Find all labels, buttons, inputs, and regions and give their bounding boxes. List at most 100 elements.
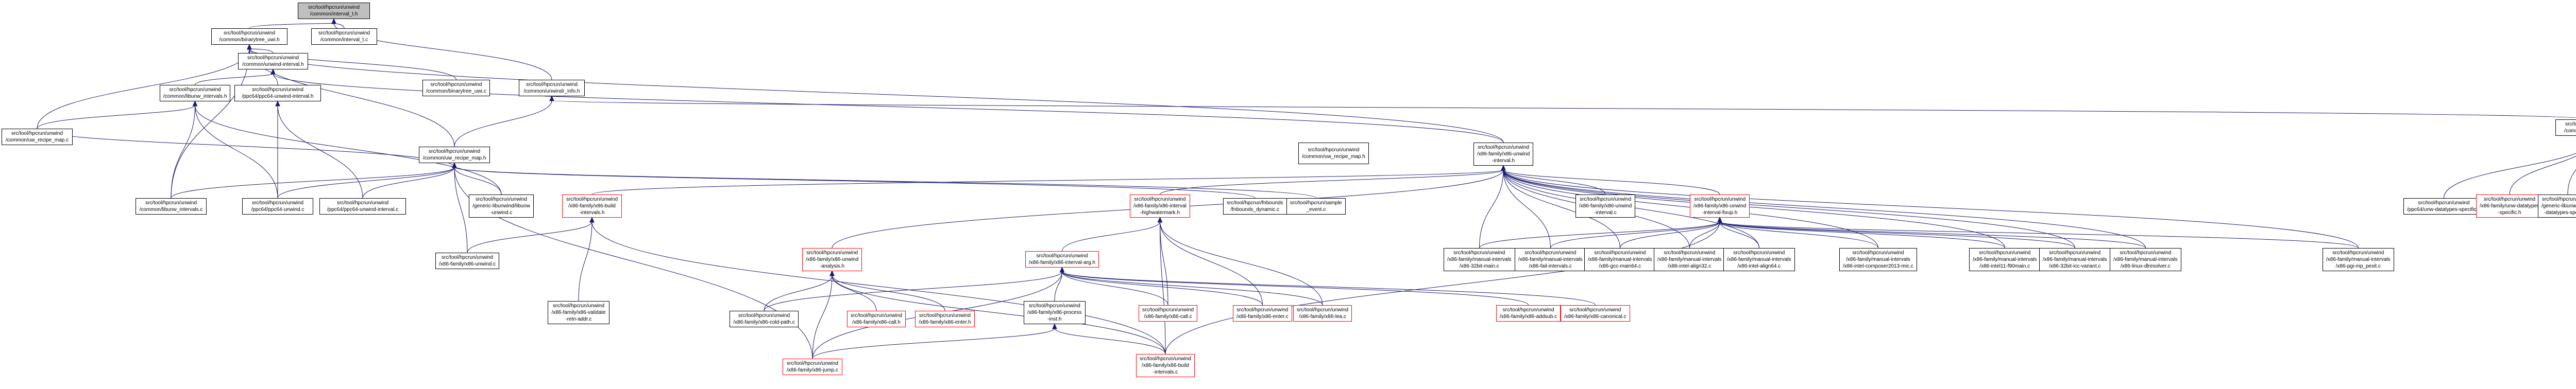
file-node-label-line: src/tool/hpcrun/unwind — [5, 130, 69, 137]
file-node-unwind-interval-h[interactable]: src/tool/hpcrun/unwind/common/unwind-int… — [238, 53, 308, 69]
file-node-libunw-unwind-c[interactable]: src/tool/hpcrun/unwind/generic-libunwind… — [469, 194, 534, 218]
file-node-label-line: -datatypes-specific.h — [2541, 209, 2576, 216]
file-node-x86-unwind-interval-fixup-h[interactable]: src/tool/hpcrun/unwind/x86-family/x86-un… — [1690, 194, 1750, 218]
file-node-label-line: /common/binarytree_uwi.h — [215, 37, 284, 43]
file-node-x86-jump-c[interactable]: src/tool/hpcrun/unwind/x86-family/x86-ju… — [783, 359, 842, 375]
file-node-mi-x86-intel-align32-c[interactable]: src/tool/hpcrun/unwind/x86-family/manual… — [1654, 248, 1725, 271]
file-node-unwindr-info-h[interactable]: src/tool/hpcrun/unwind/common/unwindr_in… — [519, 80, 585, 96]
include-edge — [832, 275, 876, 311]
file-node-label-line: src/tool/hpcrun/unwind — [1029, 253, 1095, 259]
file-node-ppc64-unwind-c[interactable]: src/tool/hpcrun/unwind/ppc64/ppc64-unwin… — [242, 198, 313, 215]
file-node-mi-x86-intel11-f90main-c[interactable]: src/tool/hpcrun/unwind/x86-family/manual… — [1969, 248, 2041, 271]
file-node-x86-unwind-analysis-h[interactable]: src/tool/hpcrun/unwind/x86-family/x86-un… — [802, 248, 862, 271]
file-node-label-line: src/tool/hpcrun/unwind — [1027, 303, 1082, 309]
include-edge — [1055, 328, 1165, 354]
file-node-uw-recipe-map-h[interactable]: src/tool/hpcrun/unwind/common/uw_recipe_… — [419, 147, 490, 163]
file-node-label-line: src/tool/hpcrun/unwind — [323, 200, 402, 206]
file-node-unw-cursor-h[interactable]: src/tool/hpcrun/unwind/common/unw_cursor… — [2555, 119, 2576, 136]
file-node-x86-unwind-interval-c[interactable]: src/tool/hpcrun/unwind/x86-family/x86-un… — [1575, 194, 1635, 218]
file-node-label-line: -intervals.c — [1140, 369, 1191, 376]
file-node-label-line: /x86-family/manual-intervals — [1518, 256, 1583, 263]
file-node-label-line: /ppc64/ppc64-unwind-interval.c — [323, 206, 402, 213]
file-node-x86-cold-path-c[interactable]: src/tool/hpcrun/unwind/x86-family/x86-co… — [730, 311, 799, 327]
file-node-interval-t-h[interactable]: src/tool/hpcrun/unwind/common/interval_t… — [298, 3, 370, 19]
edge-arrowhead — [830, 271, 834, 276]
file-node-label-line: -unwind.c — [472, 209, 530, 216]
file-node-mi-x86-pgi-mp-pexit-c[interactable]: src/tool/hpcrun/unwind/x86-family/manual… — [2323, 248, 2394, 271]
edge-arrowhead — [1158, 218, 1162, 222]
file-node-label-line: src/tool/hpcrun/unwind — [1657, 250, 1722, 256]
file-node-mi-x86-32bit-main-c[interactable]: src/tool/hpcrun/unwind/x86-family/manual… — [1444, 248, 1515, 271]
file-node-label-line: /x86-family/x86-unwind.c — [439, 261, 496, 268]
file-node-label-line: src/tool/hpcrun/unwind — [1693, 196, 1746, 203]
file-node-label-line: /x86-intel11-f90main.c — [1973, 263, 2037, 270]
file-node-x86-unwind-c[interactable]: src/tool/hpcrun/unwind/x86-family/x86-un… — [435, 253, 499, 269]
edge-arrowhead — [550, 96, 554, 101]
file-node-label-line: /generic-libunwind/unw — [2541, 203, 2576, 209]
include-edge — [195, 74, 274, 85]
file-node-mi-x86-fail-intervals-c[interactable]: src/tool/hpcrun/unwind/x86-family/manual… — [1515, 248, 1586, 271]
file-node-label-line: /x86-intel-align64.c — [1727, 263, 1791, 270]
file-node-label-line: /x86-family/unw-datatypes — [2480, 203, 2539, 209]
file-node-label-line: src/tool/hpcrun/unwind — [215, 30, 284, 37]
file-node-label-line: src/tool/hpcrun/unwind — [1140, 356, 1191, 362]
file-node-x86-build-intervals-h[interactable]: src/tool/hpcrun/unwind/x86-family/x86-bu… — [562, 194, 622, 218]
file-node-interval-t-c[interactable]: src/tool/hpcrun/unwind/common/interval_t… — [311, 28, 377, 45]
file-node-x86-process-inst-h[interactable]: src/tool/hpcrun/unwind/x86-family/x86-pr… — [1024, 301, 1086, 324]
file-node-sample-event-c[interactable]: src/tool/hpcrun/sample_event.c — [1286, 198, 1346, 215]
file-node-mi-x86-intel-composer2013-mic-c[interactable]: src/tool/hpcrun/unwind/x86-family/manual… — [1839, 248, 1917, 271]
file-node-label-line: /x86-family/x86-enter.h — [919, 319, 971, 326]
include-edge — [171, 167, 454, 198]
file-node-x86-interval-arg-h[interactable]: src/tool/hpcrun/unwind/x86-family/x86-in… — [1025, 251, 1099, 268]
file-node-label-line: /common/interval_t.c — [315, 37, 374, 43]
file-node-label-line: /x86-intel-composer2013-mic.c — [1843, 263, 1913, 270]
file-node-label-line: src/tool/hpcrun/unwind — [1236, 307, 1289, 313]
file-node-ppc64-unw-datatypes-specific-h[interactable]: src/tool/hpcrun/unwind/ppc64/unw-datatyp… — [2403, 198, 2484, 215]
include-edge — [1620, 222, 1720, 248]
include-edge — [812, 328, 1055, 359]
file-node-binarytree-uwi-h[interactable]: src/tool/hpcrun/unwind/common/binarytree… — [211, 28, 287, 45]
include-edge — [454, 167, 1316, 198]
file-node-x86-interval-highwatermark-h[interactable]: src/tool/hpcrun/unwind/x86-family/x86-in… — [1130, 194, 1190, 218]
file-node-mi-x86-intel-align64-c[interactable]: src/tool/hpcrun/unwind/x86-family/manual… — [1723, 248, 1795, 271]
include-edge — [467, 222, 592, 253]
file-node-x86-validate-retn-addr-c[interactable]: src/tool/hpcrun/unwind/x86-family/x86-va… — [548, 301, 609, 324]
file-node-uw-recipe-map-top-h[interactable]: src/tool/hpcrun/unwind/common/uw_recipe_… — [1298, 143, 1369, 164]
include-edge — [249, 23, 334, 28]
file-node-x86-enter-h[interactable]: src/tool/hpcrun/unwind/x86-family/x86-en… — [915, 311, 975, 327]
file-node-mi-x86-linux-dlresolver-c[interactable]: src/tool/hpcrun/unwind/x86-family/manual… — [2110, 248, 2181, 271]
file-node-uw-recipe-map-c[interactable]: src/tool/hpcrun/unwind/common/uw_recipe_… — [2, 129, 73, 145]
file-node-label-line: /x86-family/x86-process — [1027, 309, 1082, 316]
include-edge — [552, 100, 2576, 119]
include-edge — [579, 222, 592, 301]
file-node-mi-x86-32bit-icc-variant-c[interactable]: src/tool/hpcrun/unwind/x86-family/manual… — [2039, 248, 2111, 271]
file-node-label-line: src/tool/hpcrun/unwind — [2480, 196, 2539, 203]
file-node-label-line: /x86-family/manual-intervals — [1588, 256, 1652, 263]
file-node-label-line: /x86-linux-dlresolver.c — [2113, 263, 2178, 270]
file-node-x86-addsub-c[interactable]: src/tool/hpcrun/unwind/x86-family/x86-ad… — [1496, 305, 1561, 322]
file-node-binarytree-uwi-c[interactable]: src/tool/hpcrun/unwind/common/binarytree… — [422, 80, 490, 96]
file-node-x86-enter-c[interactable]: src/tool/hpcrun/unwind/x86-family/x86-en… — [1233, 305, 1292, 322]
file-node-mi-x86-gcc-main64-c[interactable]: src/tool/hpcrun/unwind/x86-family/manual… — [1584, 248, 1656, 271]
file-node-fnbounds-dynamic-c[interactable]: src/tool/hpcrun/fnbounds/fnbounds_dynami… — [1223, 198, 1287, 215]
file-node-libunw-intervals-h[interactable]: src/tool/hpcrun/unwind/common/libunw_int… — [160, 85, 230, 101]
file-node-label-line: /common/unw_cursor.h — [2559, 128, 2576, 134]
file-node-generic-unw-datatypes-specific-h[interactable]: src/tool/hpcrun/unwind/generic-libunwind… — [2538, 194, 2576, 218]
include-edge — [1503, 170, 1720, 194]
file-node-ppc64-unwind-interval-c[interactable]: src/tool/hpcrun/unwind/ppc64/ppc64-unwin… — [319, 198, 406, 215]
file-node-x86-call-c[interactable]: src/tool/hpcrun/unwind/x86-family/x86-ca… — [1139, 305, 1197, 322]
file-node-x86-canonical-c[interactable]: src/tool/hpcrun/unwind/x86-family/x86-ca… — [1561, 305, 1630, 322]
file-node-label-line: src/tool/hpcrun/unwind — [551, 303, 606, 309]
file-node-x86-unwind-interval-h[interactable]: src/tool/hpcrun/unwind/x86-family/x86-un… — [1473, 143, 1533, 166]
file-node-x86-build-intervals-c[interactable]: src/tool/hpcrun/unwind/x86-family/x86-bu… — [1136, 354, 1195, 377]
file-node-label-line: -interval.c — [1579, 209, 1632, 216]
file-node-x86-call-h[interactable]: src/tool/hpcrun/unwind/x86-family/x86-ca… — [847, 311, 906, 327]
file-node-label-line: /x86-family/manual-intervals — [1727, 256, 1791, 263]
file-node-x86-unw-datatypes-specific-h[interactable]: src/tool/hpcrun/unwind/x86-family/unw-da… — [2476, 194, 2543, 218]
file-node-libunw-intervals-c[interactable]: src/tool/hpcrun/unwind/common/libunw_int… — [135, 198, 207, 215]
file-node-x86-lea-c[interactable]: src/tool/hpcrun/unwind/x86-family/x86-le… — [1293, 305, 1352, 322]
include-edge — [249, 49, 273, 53]
file-node-ppc64-unwind-interval-h[interactable]: src/tool/hpcrun/unwind/ppc64/ppc64-unwin… — [234, 85, 321, 101]
file-node-label-line: src/tool/hpcrun/unwind — [2113, 250, 2178, 256]
file-node-label-line: -interval-fixup.h — [1693, 209, 1746, 216]
